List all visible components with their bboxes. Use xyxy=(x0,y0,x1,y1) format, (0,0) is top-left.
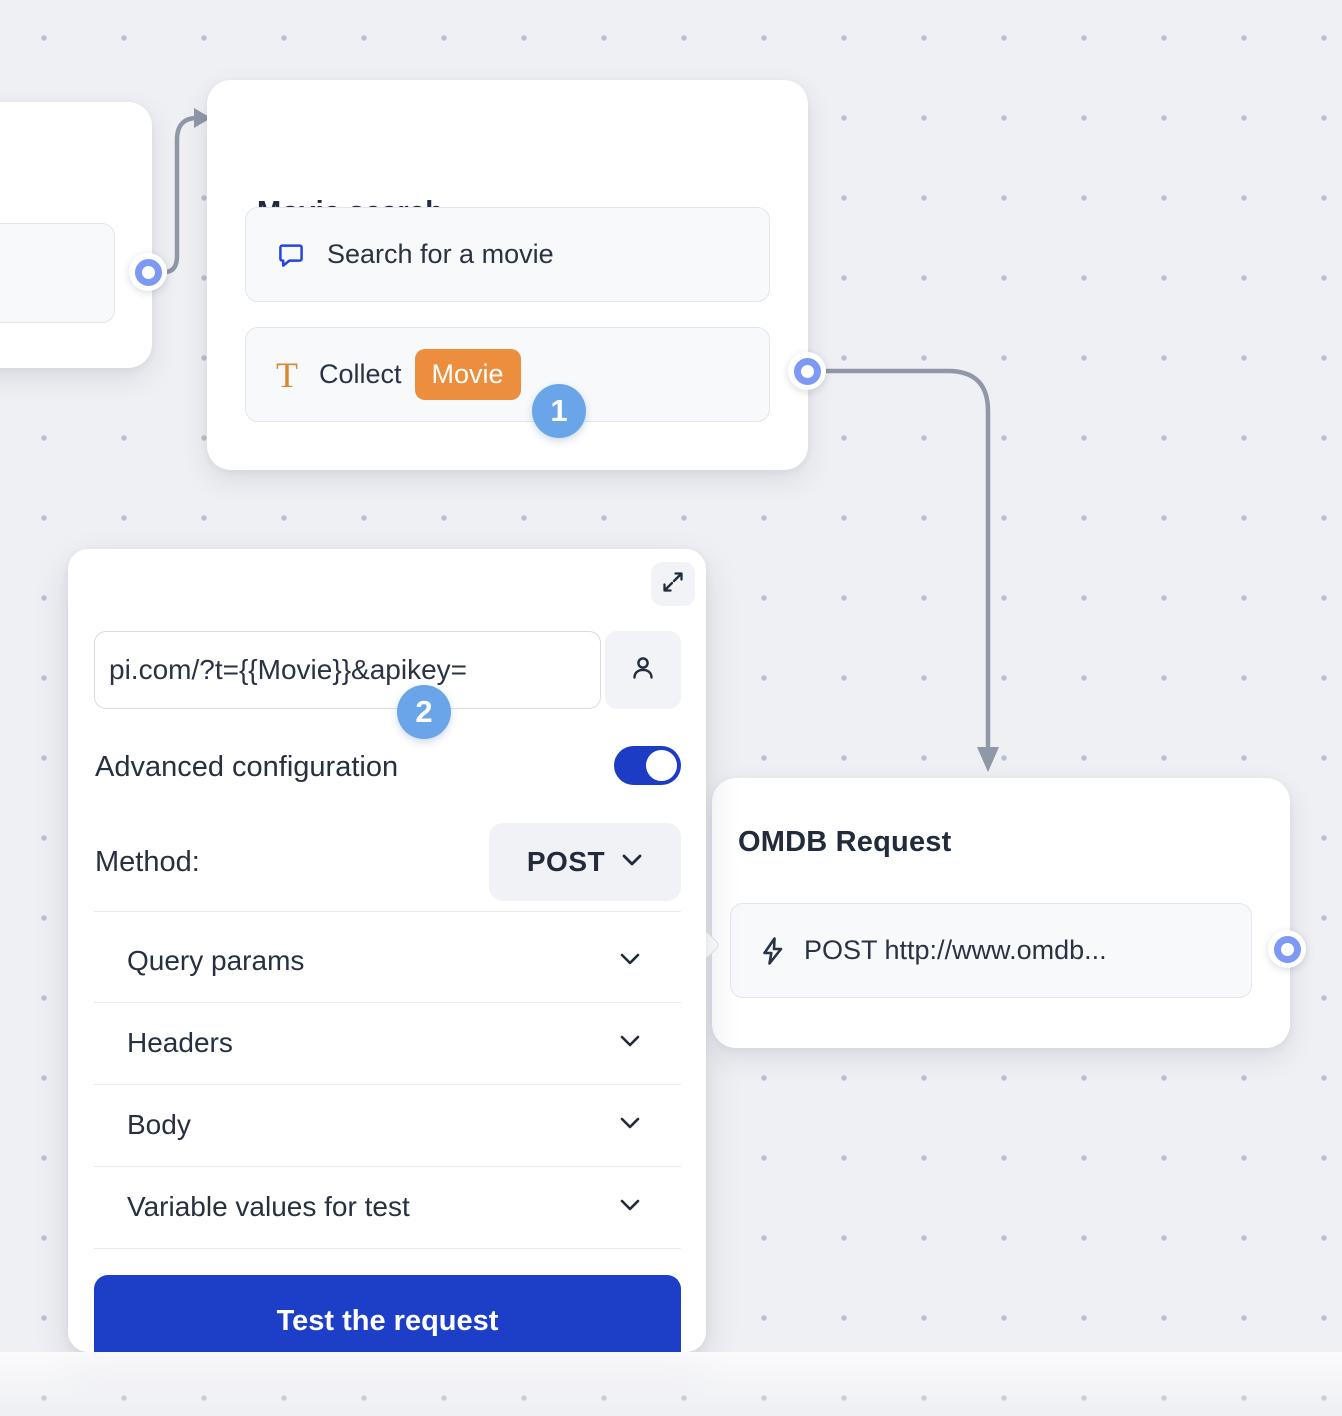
connector-left-to-movie-search xyxy=(157,115,200,275)
output-port[interactable] xyxy=(788,352,826,390)
partial-node[interactable] xyxy=(0,102,167,368)
lightning-icon xyxy=(758,936,788,966)
method-label: Method: xyxy=(95,846,200,878)
node-movie-search[interactable]: Movie search Search for a movie T Collec… xyxy=(207,80,826,470)
block-label: Collect xyxy=(319,359,402,389)
block-webhook[interactable]: POST http://www.omdb... xyxy=(730,903,1252,998)
test-request-button-label: Test the request xyxy=(276,1305,499,1337)
divider xyxy=(94,1002,681,1003)
url-input-value: pi.com/?t={{Movie}}&apikey= xyxy=(109,654,468,685)
variables-button[interactable] xyxy=(605,631,681,709)
block-label: POST http://www.omdb... xyxy=(804,935,1107,965)
connector-arrowhead-right xyxy=(194,108,211,128)
step-badge-1: 1 xyxy=(532,384,586,438)
webhook-config-panel: pi.com/?t={{Movie}}&apikey= Advanced con… xyxy=(68,549,706,1352)
node-omdb-request[interactable]: OMDB Request POST http://www.omdb... xyxy=(712,778,1306,1048)
chevron-down-icon[interactable] xyxy=(619,1198,641,1217)
advanced-configuration-label: Advanced configuration xyxy=(95,751,399,783)
chat-bubble-icon xyxy=(276,240,306,270)
method-select[interactable]: POST xyxy=(489,823,681,901)
section-label: Query params xyxy=(127,945,305,976)
block-label: Search for a movie xyxy=(327,239,554,269)
node-title: OMDB Request xyxy=(738,826,952,858)
step-badge-2: 2 xyxy=(397,685,451,739)
toggle-knob xyxy=(646,750,677,781)
variable-badge[interactable]: Movie xyxy=(414,348,521,401)
port-ring xyxy=(134,258,162,286)
connector-movie-search-to-omdb xyxy=(821,368,991,753)
port-ring xyxy=(793,357,821,385)
section-query-params[interactable]: Query params xyxy=(94,920,681,1002)
port-ring xyxy=(1273,935,1301,963)
connector-arrowhead-down xyxy=(977,747,999,772)
divider xyxy=(94,1084,681,1085)
method-value: POST xyxy=(526,846,606,877)
output-port[interactable] xyxy=(129,253,167,291)
expand-icon xyxy=(660,569,686,600)
section-label: Body xyxy=(127,1109,191,1140)
section-label: Variable values for test xyxy=(127,1191,410,1222)
section-body[interactable]: Body xyxy=(94,1084,681,1166)
person-icon xyxy=(627,652,659,689)
chevron-down-icon[interactable] xyxy=(619,952,641,971)
divider xyxy=(94,1248,681,1249)
partial-node-item[interactable] xyxy=(0,223,115,323)
output-port[interactable] xyxy=(1268,930,1306,968)
expand-button[interactable] xyxy=(651,562,695,606)
chevron-down-icon[interactable] xyxy=(619,1034,641,1053)
section-variable-values[interactable]: Variable values for test xyxy=(94,1166,681,1248)
url-input[interactable]: pi.com/?t={{Movie}}&apikey= xyxy=(94,631,601,709)
block-question-text[interactable]: Search for a movie xyxy=(245,207,770,302)
advanced-configuration-toggle[interactable] xyxy=(614,746,681,785)
text-input-icon: T xyxy=(276,354,298,395)
block-collect-variable[interactable]: T Collect Movie xyxy=(245,327,770,422)
divider xyxy=(94,911,681,912)
chevron-down-icon xyxy=(621,853,643,872)
divider xyxy=(94,1166,681,1167)
chevron-down-icon[interactable] xyxy=(619,1116,641,1135)
section-label: Headers xyxy=(127,1027,233,1058)
test-request-button[interactable]: Test the request xyxy=(94,1275,681,1352)
section-headers[interactable]: Headers xyxy=(94,1002,681,1084)
